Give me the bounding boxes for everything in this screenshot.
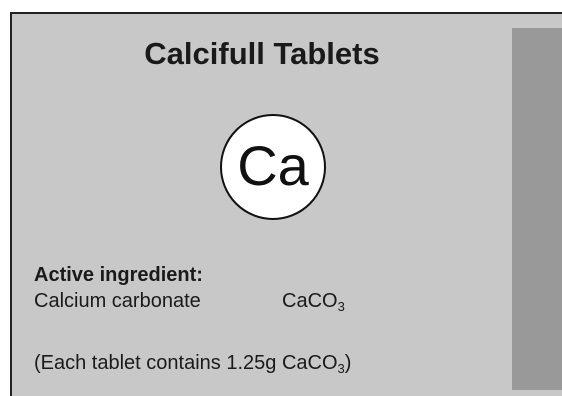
note-subscript: 3 xyxy=(337,361,345,376)
side-panel xyxy=(512,28,562,390)
formula-base: CaCO xyxy=(282,290,338,312)
calcium-symbol-badge: Ca xyxy=(220,114,326,220)
product-label: Calcifull Tablets Ca Active ingredient: … xyxy=(10,12,562,396)
note-prefix: (Each tablet contains 1.25g CaCO xyxy=(34,352,338,374)
note-suffix: ) xyxy=(344,352,352,374)
ingredient-name: Calcium carbonate xyxy=(34,290,201,312)
calcium-symbol: Ca xyxy=(237,134,309,197)
product-title: Calcifull Tablets xyxy=(144,36,380,71)
active-ingredient-heading: Active ingredient: xyxy=(34,264,203,286)
tablet-content-note: (Each tablet contains 1.25g CaCO3) xyxy=(34,352,351,376)
ingredient-formula: CaCO3 xyxy=(282,290,345,314)
formula-subscript: 3 xyxy=(337,299,345,314)
